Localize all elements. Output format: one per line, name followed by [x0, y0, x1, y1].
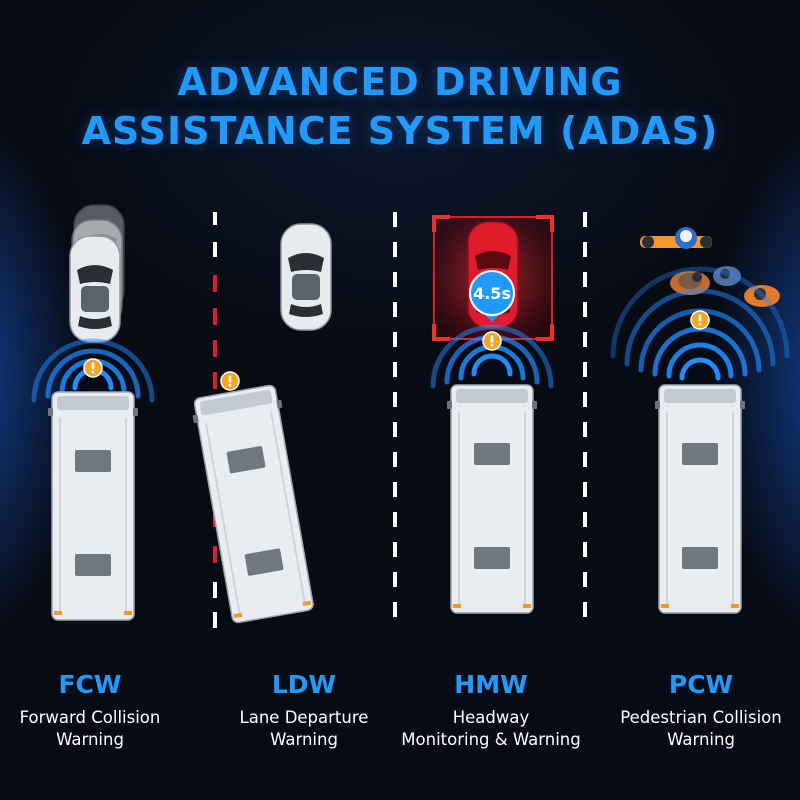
- hmw-time-badge: [469, 270, 515, 322]
- fcw-scene: [31, 204, 155, 621]
- ldw-other-car: [280, 223, 332, 331]
- fcw-description: Forward Collision Warning: [0, 707, 190, 751]
- fcw-lead-car: [69, 204, 125, 343]
- feature-fcw: FCW Forward Collision Warning: [0, 669, 190, 751]
- hmw-bus: [446, 384, 538, 614]
- ldw-scene: [188, 223, 332, 626]
- hmw-time-text: 4.5s: [473, 284, 511, 303]
- hmw-desc-line-1: Headway: [452, 708, 530, 727]
- pcw-desc-line-2: Warning: [667, 730, 735, 749]
- hmw-scene: 4.5s: [430, 215, 554, 614]
- pcw-motorcycle-icon: [640, 227, 712, 249]
- fcw-bus: [47, 391, 139, 621]
- ldw-bus: [188, 382, 319, 626]
- pcw-scene: [610, 227, 790, 614]
- ldw-desc-line-1: Lane Departure: [239, 708, 369, 727]
- title-line-2: ASSISTANCE SYSTEM (ADAS): [81, 109, 719, 153]
- feature-hmw: HMW Headway Monitoring & Warning: [391, 669, 591, 751]
- pcw-abbr: PCW: [668, 670, 734, 699]
- ldw-abbr: LDW: [271, 670, 337, 699]
- pcw-description: Pedestrian Collision Warning: [601, 707, 800, 751]
- fcw-desc-line-1: Forward Collision: [19, 708, 161, 727]
- fcw-desc-line-2: Warning: [56, 730, 124, 749]
- pcw-pedestrian-icon-3: [744, 285, 780, 307]
- feature-pcw: PCW Pedestrian Collision Warning: [601, 669, 800, 751]
- pcw-radar-waves: [610, 266, 790, 381]
- hmw-desc-line-2: Monitoring & Warning: [401, 730, 581, 749]
- ldw-description: Lane Departure Warning: [204, 707, 404, 751]
- page-title: ADVANCED DRIVING ASSISTANCE SYSTEM (ADAS…: [0, 58, 800, 156]
- hmw-description: Headway Monitoring & Warning: [391, 707, 591, 751]
- feature-ldw: LDW Lane Departure Warning: [204, 669, 404, 751]
- fcw-abbr: FCW: [58, 670, 122, 699]
- pcw-pedestrian-icon-2: [713, 266, 741, 286]
- hmw-warning-icon: [482, 331, 502, 351]
- pcw-bus: [654, 384, 746, 614]
- ldw-desc-line-2: Warning: [270, 730, 338, 749]
- ldw-warning-icon: [220, 371, 240, 391]
- pcw-warning-icon: [690, 310, 710, 330]
- title-line-1: ADVANCED DRIVING: [177, 60, 623, 104]
- hmw-abbr: HMW: [454, 670, 528, 699]
- fcw-warning-icon: [83, 358, 103, 378]
- pcw-desc-line-1: Pedestrian Collision: [620, 708, 782, 727]
